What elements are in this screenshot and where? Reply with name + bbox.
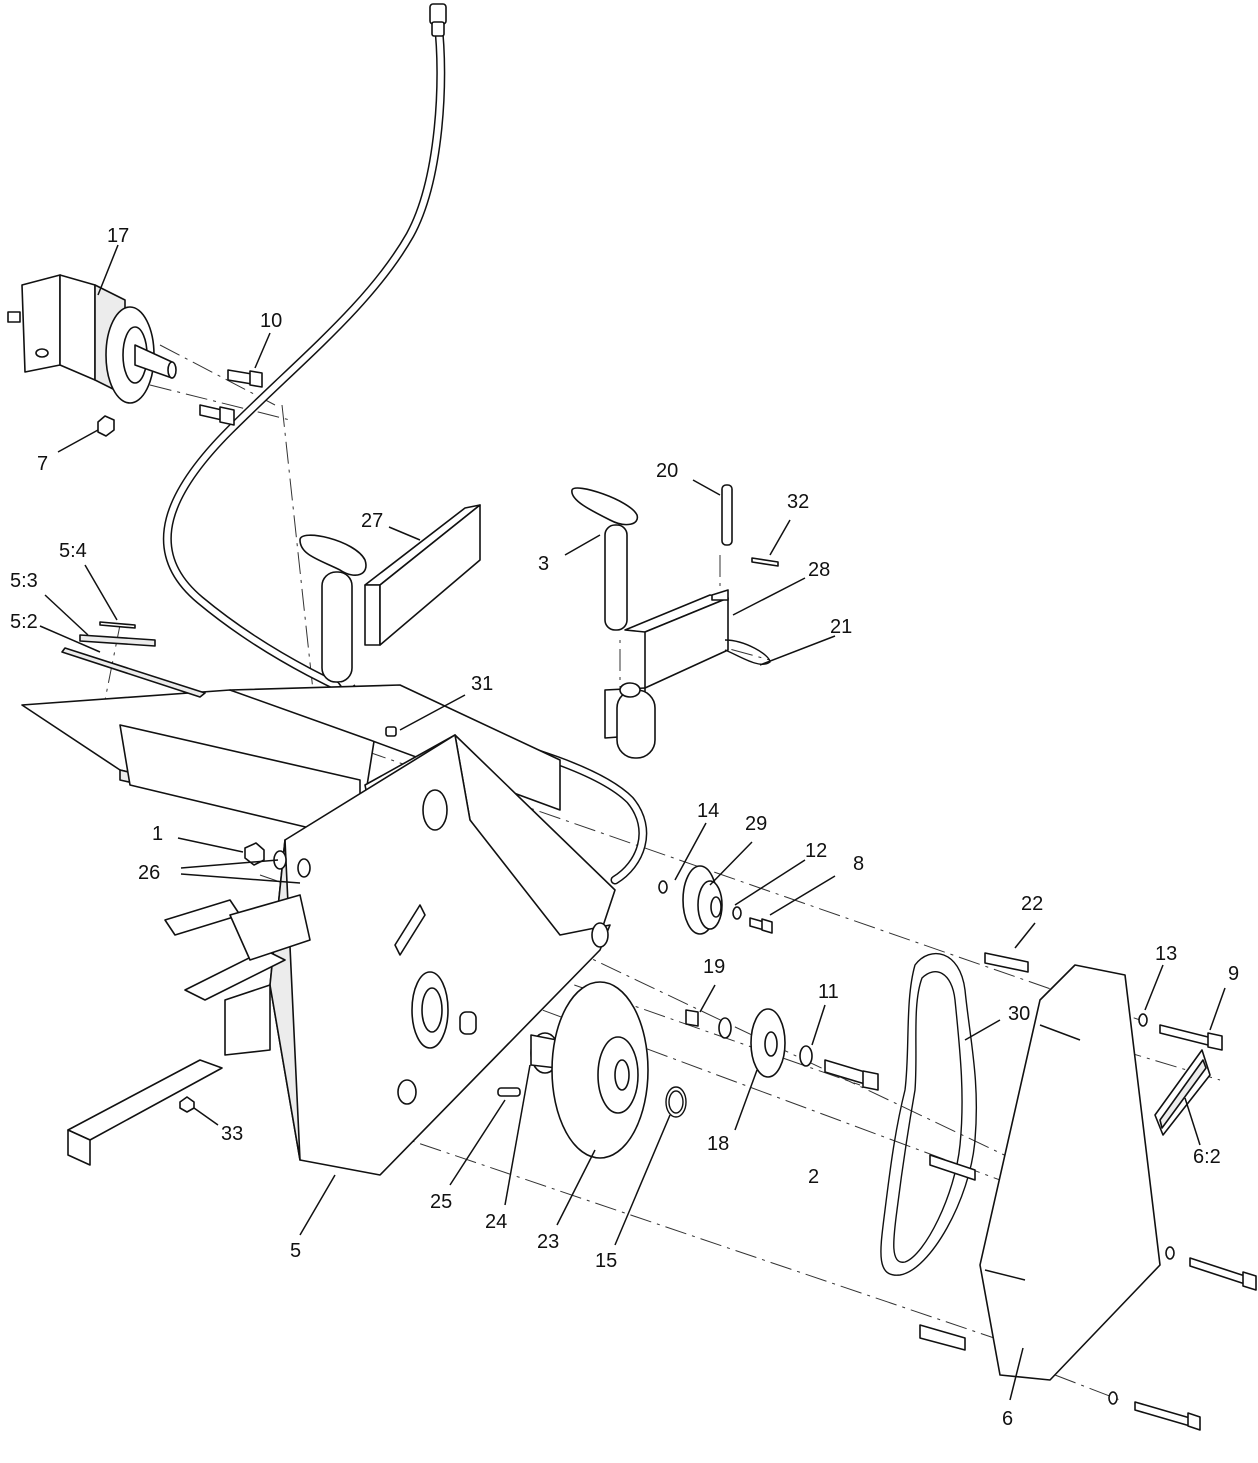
callout-26: 26 [138,862,160,884]
callout-5: 5 [290,1240,301,1262]
lock-pin-assembly [571,484,779,759]
latch-bracket [299,504,481,693]
drive-pulley [459,981,687,1159]
belt-cover [919,952,1257,1431]
callout-22: 22 [1021,893,1043,915]
frame-hardware [179,726,397,1113]
callout-2: 2 [808,1166,819,1188]
callout-12: 12 [805,840,827,862]
callout-18: 18 [707,1133,729,1155]
callout-3: 3 [538,553,549,575]
leader-lines [39,244,1226,1401]
callout-25: 25 [430,1191,452,1213]
callout-14: 14 [697,800,719,822]
callout-27: 27 [361,510,383,532]
motor-nut [97,415,115,437]
callout-7: 7 [37,453,48,475]
callout-20: 20 [656,460,678,482]
callout-17: 17 [107,225,129,247]
callout-33: 33 [221,1123,243,1145]
callout-10: 10 [260,310,282,332]
callout-6-2: 6:2 [1193,1146,1221,1168]
callout-15: 15 [595,1250,617,1272]
hydraulic-hose [162,3,648,885]
main-frame [21,684,616,1176]
hose-fitting-icon [429,3,447,37]
upper-idler-pulley [658,865,773,935]
drive-belt [880,952,978,1276]
lower-idler-stack [685,1008,879,1091]
callout-6: 6 [1002,1408,1013,1430]
callout-labels: 1 2 3 5 5:2 5:3 5:4 6 6:2 7 8 9 10 11 12… [10,225,1239,1430]
callout-32: 32 [787,491,809,513]
callout-28: 28 [808,559,830,581]
callout-21: 21 [830,616,852,638]
callout-30: 30 [1008,1003,1030,1025]
callout-11: 11 [818,981,839,1003]
callout-5-4: 5:4 [59,540,87,562]
callout-5-2: 5:2 [10,611,38,633]
hitch-tube [67,894,311,1166]
callout-24: 24 [485,1211,507,1233]
hydraulic-motor [7,274,177,404]
motor-bolt [199,369,263,426]
callout-1: 1 [152,823,163,845]
callout-29: 29 [745,813,767,835]
callout-8: 8 [853,853,864,875]
callout-19: 19 [703,956,725,978]
callout-23: 23 [537,1231,559,1253]
callout-13: 13 [1155,943,1177,965]
callout-5-3: 5:3 [10,570,38,592]
callout-31: 31 [471,673,493,695]
frame-decals [61,621,206,698]
callout-9: 9 [1228,963,1239,985]
